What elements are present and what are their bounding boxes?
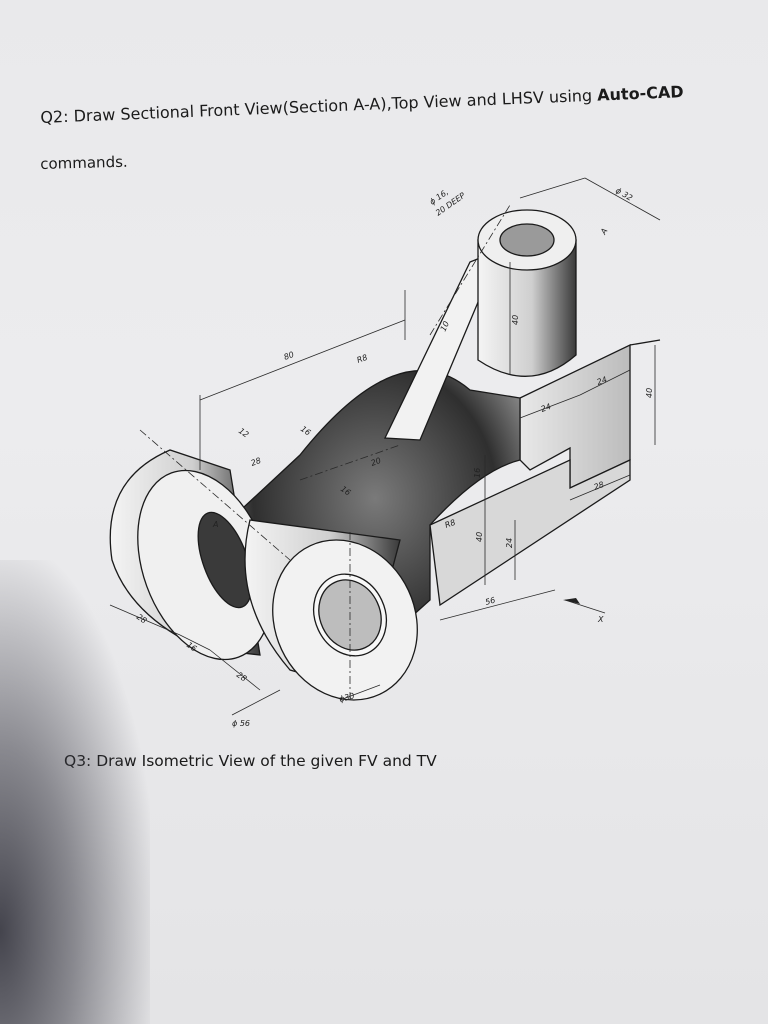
dim-16-c: 16 (473, 468, 482, 478)
dim-boss-height: 40 (511, 315, 520, 325)
dim-rib-10: 10 (439, 320, 451, 333)
view-arrow-icon (563, 598, 580, 604)
dim-28-right: 28 (593, 480, 606, 492)
question-3: Q3: Draw Isometric View of the given FV … (64, 752, 437, 770)
dim-r8-top: R8 (356, 353, 369, 365)
dim-dia-56: ϕ 56 (232, 719, 250, 728)
dim-28-bottom: 28 (235, 670, 249, 683)
dim-section-a-left: A (212, 520, 218, 529)
dim-24-a: 24 (540, 402, 553, 414)
photo-shadow (0, 560, 150, 1024)
dim-24-mid: 24 (505, 538, 514, 548)
dim-right-height: 40 (645, 388, 654, 398)
dim-40-mid: 40 (475, 532, 484, 542)
dim-28-a: 28 (250, 456, 263, 468)
view-direction-x: X (597, 615, 604, 624)
dim-section-a-top: A (598, 227, 609, 237)
dim-dia-30: ϕ30 (338, 691, 355, 704)
dim-24-b: 24 (596, 375, 609, 387)
dim-56: 56 (484, 596, 496, 607)
dim-length-80: 80 (283, 350, 296, 362)
dimension-lines (109, 177, 661, 716)
dim-20: 20 (370, 456, 383, 468)
object-outline (109, 209, 661, 701)
dim-r8-mid: R8 (444, 518, 457, 530)
dim-16-a: 16 (299, 424, 313, 437)
dim-12: 12 (237, 426, 251, 439)
